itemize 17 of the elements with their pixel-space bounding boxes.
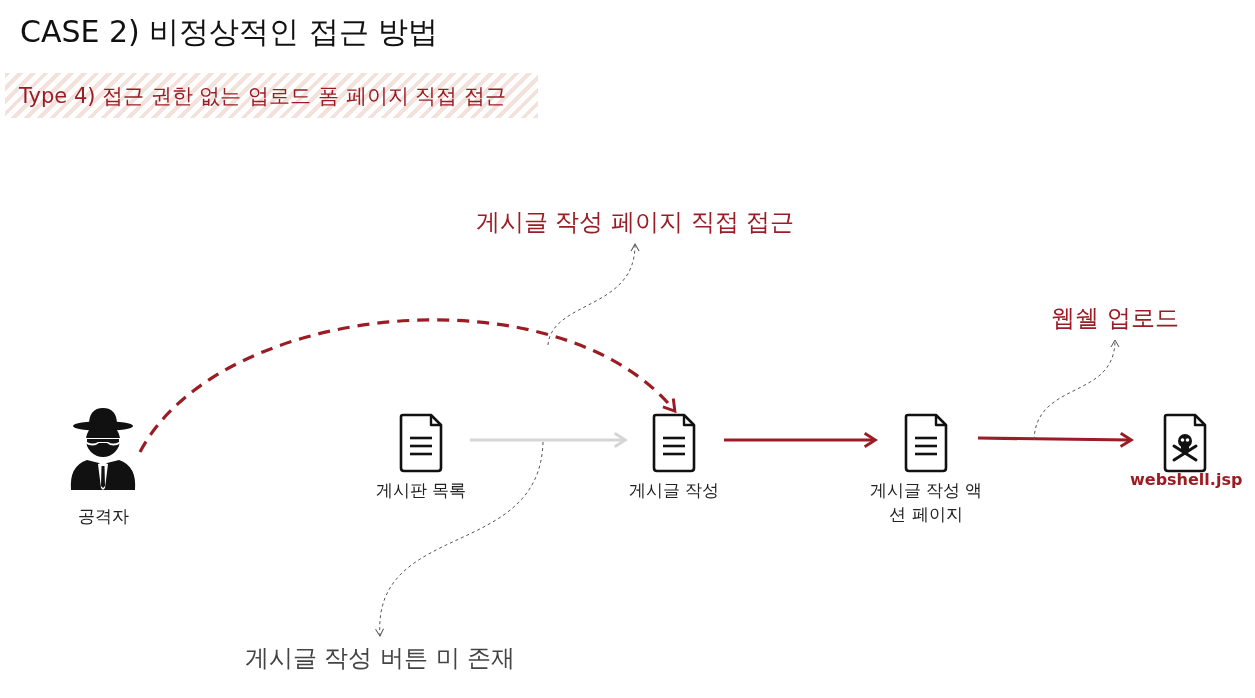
annotation-text: 웹쉘 업로드 <box>1035 296 1195 340</box>
arrow <box>470 431 627 449</box>
leader-line <box>375 441 544 637</box>
annotation-text: 게시글 작성 페이지 직접 접근 <box>465 200 805 244</box>
subtitle-banner: Type 4) 접근 권한 없는 업로드 폼 페이지 직접 접근 <box>5 73 538 118</box>
annotation-text: 게시글 작성 버튼 미 존재 <box>225 636 535 680</box>
arrow <box>724 431 877 449</box>
arrow <box>138 318 677 453</box>
title: CASE 2) 비정상적인 접근 방법 <box>20 13 439 51</box>
arrow <box>977 431 1133 448</box>
leader-line <box>547 243 639 346</box>
node-label: 공격자 <box>76 505 130 528</box>
file-name: webshell.jsp <box>1130 469 1240 491</box>
leader-line <box>1033 339 1119 441</box>
node-label: 게시글 작성 액션 페이지 <box>868 479 984 526</box>
node-label: 게시판 목록 <box>374 479 468 502</box>
node-label: 게시글 작성 <box>627 479 721 502</box>
